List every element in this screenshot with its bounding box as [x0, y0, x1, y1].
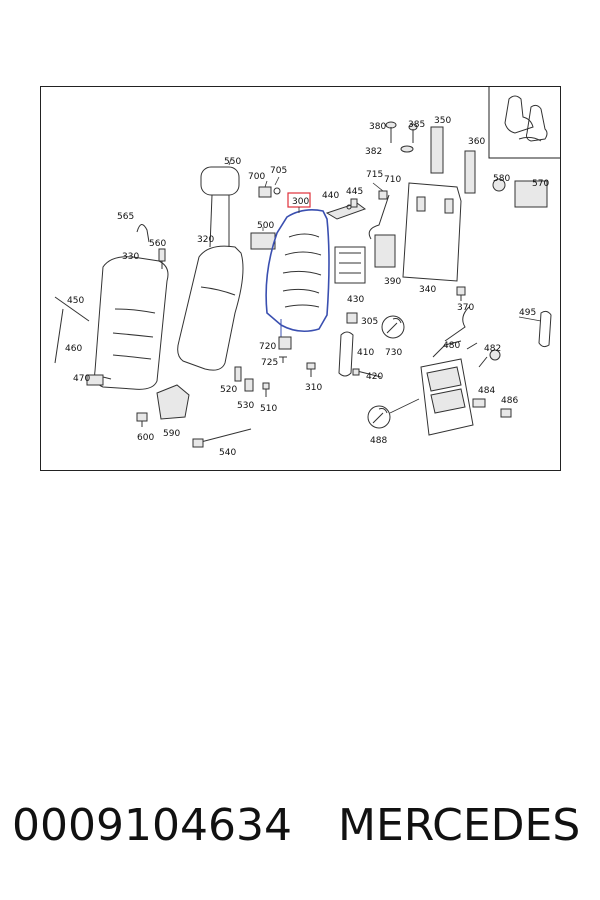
clip-486	[500, 408, 512, 418]
part-label-495: 495	[519, 308, 536, 318]
part-label-700: 700	[248, 172, 265, 182]
bolt-420	[352, 368, 382, 378]
part-label-705: 705	[270, 166, 287, 176]
unit-590	[156, 384, 190, 420]
part-label-510: 510	[260, 404, 277, 414]
frame-300	[265, 209, 330, 337]
part-label-300: 300	[292, 197, 309, 207]
part-label-360: 360	[468, 137, 485, 147]
part-label-482: 482	[484, 344, 501, 354]
bolt-560	[158, 248, 166, 269]
part-label-590: 590	[163, 429, 180, 439]
part-label-710: 710	[384, 175, 401, 185]
seat-thumbnail-inset	[488, 87, 560, 159]
plate-440	[325, 202, 367, 220]
part-label-350: 350	[434, 116, 451, 126]
part-number: 0009104634	[12, 800, 292, 851]
part-label-390: 390	[384, 277, 401, 287]
part-520	[234, 366, 242, 382]
part-label-382: 382	[365, 147, 382, 157]
panel-430	[334, 246, 366, 284]
part-label-570: 570	[532, 179, 549, 189]
part-label-450: 450	[67, 296, 84, 306]
part-label-340: 340	[419, 285, 436, 295]
part-label-540: 540	[219, 448, 236, 458]
rod-460	[54, 308, 64, 364]
part-label-600: 600	[137, 433, 154, 443]
cable-430	[444, 306, 470, 342]
module-390	[368, 194, 396, 268]
part-label-380: 380	[369, 122, 386, 132]
part-label-320: 320	[197, 235, 214, 245]
clip-305	[346, 312, 358, 324]
part-label-370: 370	[457, 303, 474, 313]
clip-484	[472, 398, 486, 408]
connector-715	[372, 182, 388, 200]
rail-350	[430, 126, 444, 174]
part-label-488: 488	[370, 436, 387, 446]
part-label-725: 725	[261, 358, 278, 368]
part-label-500: 500	[257, 221, 274, 231]
part-label-715: 715	[366, 170, 383, 180]
clip-482	[478, 349, 501, 368]
part-label-530: 530	[237, 401, 254, 411]
part-720	[278, 336, 292, 363]
rear-panel-340	[402, 182, 462, 282]
cover-410	[338, 331, 354, 377]
part-530	[244, 378, 254, 392]
trim-495	[518, 310, 552, 348]
part-label-484: 484	[478, 386, 495, 396]
part-label-310: 310	[305, 383, 322, 393]
part-label-480: 480	[443, 341, 460, 351]
part-label-440: 440	[322, 191, 339, 201]
bolt-385	[408, 123, 418, 143]
screw-510	[262, 382, 270, 397]
part-label-486: 486	[501, 396, 518, 406]
wire-565	[136, 224, 150, 243]
part-label-385: 385	[408, 120, 425, 130]
bolt-600	[136, 412, 148, 427]
clip-700	[258, 176, 281, 198]
part-label-330: 330	[122, 252, 139, 262]
part-label-520: 520	[220, 385, 237, 395]
wrench-730-icon	[381, 315, 405, 339]
bolt-310	[306, 362, 316, 377]
cover-320	[177, 245, 244, 371]
cable-540	[192, 428, 252, 448]
cushion-330	[94, 256, 169, 390]
headrest-550	[200, 158, 240, 248]
bolt-380	[385, 121, 397, 143]
bracket-570	[514, 180, 548, 208]
wrench-488-icon	[367, 398, 420, 429]
washer-382	[400, 145, 414, 153]
part-label-565: 565	[117, 212, 134, 222]
highlight-box-300	[287, 192, 311, 213]
brand-name: MERCEDES	[338, 800, 581, 851]
bolt-445	[350, 198, 358, 208]
rail-360	[464, 150, 476, 194]
part-label-720: 720	[259, 342, 276, 352]
footer: 0009104634 MERCEDES	[0, 800, 600, 860]
lumbar-mat-480	[420, 340, 478, 436]
part-label-430: 430	[347, 295, 364, 305]
clip-470	[86, 374, 112, 386]
part-label-445: 445	[346, 187, 363, 197]
bolt-370	[456, 286, 466, 301]
part-label-730: 730	[385, 348, 402, 358]
part-label-410: 410	[357, 348, 374, 358]
part-label-560: 560	[149, 239, 166, 249]
part-label-580: 580	[493, 174, 510, 184]
rod-450	[54, 296, 90, 322]
part-label-460: 460	[65, 344, 82, 354]
part-label-550: 550	[224, 157, 241, 167]
knob-580	[492, 178, 506, 192]
part-label-470: 470	[73, 374, 90, 384]
part-label-305: 305	[361, 317, 378, 327]
part-label-420: 420	[366, 372, 383, 382]
